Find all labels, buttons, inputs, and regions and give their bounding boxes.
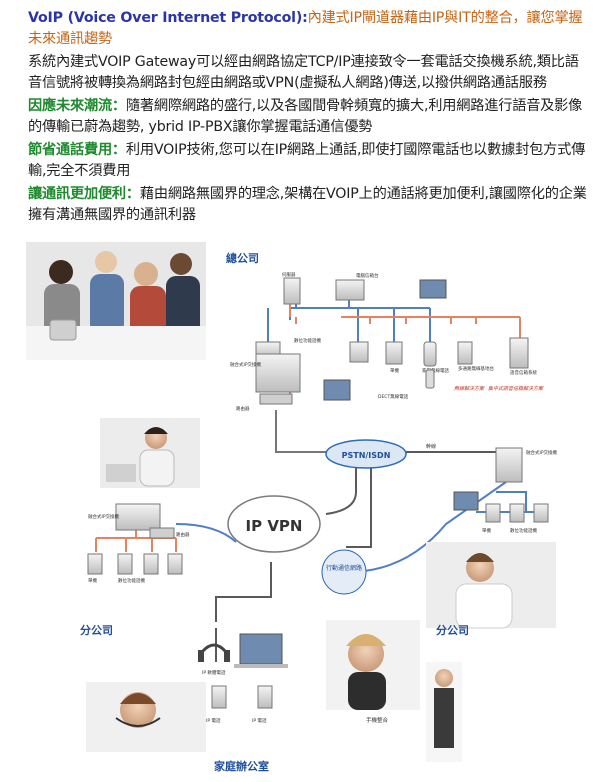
point-savings: 節省通話費用：利用VOIP技術,您可以在IP網路上通話,即使打國際電話也以數據封… bbox=[28, 140, 588, 182]
wireless-solution-label: 無線解決方案 bbox=[454, 385, 485, 392]
right-branch-photo bbox=[426, 542, 556, 629]
pstn-label: PSTN/ISDN bbox=[342, 451, 391, 460]
pstn-cloud: PSTN/ISDN bbox=[325, 439, 407, 469]
left-branch-photo bbox=[100, 418, 200, 488]
hq-label: 總公司 bbox=[226, 251, 259, 265]
mobile-network-cloud: 行動通信網路 bbox=[321, 549, 367, 595]
point-text: 利用VOIP技術,您可以在IP網路上通話,即使打國際電話也以數據封包方式傳輸,完… bbox=[28, 142, 586, 179]
title-chinese: 內建式IP閘道器藉由IP與IT的整合，讓您掌握未來通訊趨勢 bbox=[28, 10, 583, 47]
right-digital-label: 數位功能話機 bbox=[510, 527, 537, 534]
left-digital-label: 數位功能話機 bbox=[118, 577, 145, 584]
multi-base-label: 多通路無線基地台 bbox=[458, 365, 494, 372]
left-router-label: 路由器 bbox=[176, 531, 190, 538]
dect-label: DECT無線電話 bbox=[378, 393, 409, 400]
hq-staff-photo bbox=[26, 242, 206, 360]
network-diagram: 總公司 伺服器 電腦信箱台 數位功能話機 單機 家用無線電話 多通路無線基地台 … bbox=[26, 242, 588, 778]
intro-body: 系統內建式VOIP Gateway可以經由網路協定TCP/IP連接致令一套電話交… bbox=[28, 54, 579, 91]
ip-vpn-label: IP VPN bbox=[246, 517, 303, 535]
point-label: 因應未來潮流： bbox=[28, 98, 126, 114]
mobile-user-photo bbox=[326, 620, 462, 762]
mobile-net-label: 行動通信網路 bbox=[326, 564, 362, 572]
title-english: VoIP (Voice Over Internet Protocol): bbox=[28, 10, 308, 26]
branch-left-label: 分公司 bbox=[80, 623, 113, 637]
digital-phone-label: 數位功能話機 bbox=[294, 337, 321, 344]
left-pbx-label: 融合式IP交換機 bbox=[88, 513, 120, 520]
voice-box-label: 語音信箱系統 bbox=[510, 369, 537, 376]
router-label: 路由器 bbox=[236, 405, 250, 412]
point-label: 讓通訊更加便利： bbox=[28, 186, 140, 202]
point-convenience: 讓通訊更加便利：藉由網路無國界的理念,架構在VOIP上的通話將更加便利,讓國際化… bbox=[28, 184, 588, 226]
server-label: 伺服器 bbox=[282, 271, 296, 278]
point-trend: 因應未來潮流：隨著網際網路的盛行,以及各國間骨幹頻寬的擴大,利用網路進行語音及影… bbox=[28, 96, 588, 138]
cordless-label: 家用無線電話 bbox=[422, 367, 449, 374]
ip-vpn-cloud: IP VPN bbox=[227, 495, 321, 553]
home-devices: IP 軟體電話 IP 電話 IP 電話 bbox=[198, 633, 288, 724]
mobile-net-text: 行動通信網路 bbox=[326, 564, 362, 572]
left-single-label: 單機 bbox=[88, 577, 97, 584]
point-label: 節省通話費用： bbox=[28, 142, 126, 158]
branch-right-label: 分公司 bbox=[436, 623, 469, 637]
intro-text: VoIP (Voice Over Internet Protocol):內建式I… bbox=[28, 8, 588, 228]
home-office-label: 家庭辦公室 bbox=[214, 759, 269, 773]
voicemail-label: 電腦信箱台 bbox=[356, 272, 379, 279]
hq-pbx-label: 融合式IP交換機 bbox=[230, 361, 262, 368]
softphone-label: IP 軟體電話 bbox=[202, 669, 226, 676]
left-branch-devices: 融合式IP交換機 路由器 單機 數位功能話機 bbox=[87, 503, 190, 584]
point-text: 隨著網際網路的盛行,以及各國間骨幹頻寬的擴大,利用網路進行語音及影像的傳輸已蔚為… bbox=[28, 98, 583, 135]
trunk-label: 幹線 bbox=[426, 443, 436, 450]
point-text: 藉由網路無國界的理念,架構在VOIP上的通話將更加便利,讓國際化的企業擁有溝通無… bbox=[28, 186, 587, 223]
mobile-integration-label: 手機整合 bbox=[366, 716, 389, 724]
right-branch-devices: 融合式IP交換機 單機 數位功能話機 bbox=[453, 447, 558, 534]
right-pbx-label: 融合式IP交換機 bbox=[526, 449, 558, 456]
ip-phone-1-label: IP 電話 bbox=[206, 717, 221, 724]
ip-phone-label: 單機 bbox=[390, 367, 399, 374]
voice-solution-label: 集中式語音信箱解決方案 bbox=[488, 385, 544, 392]
right-single-label: 單機 bbox=[482, 527, 491, 534]
ip-phone-2-label: IP 電話 bbox=[252, 717, 267, 724]
hq-devices: 伺服器 電腦信箱台 數位功能話機 單機 家用無線電話 多通路無線基地台 語音信箱… bbox=[230, 271, 544, 412]
home-office-photo bbox=[86, 682, 206, 752]
intro-paragraph: VoIP (Voice Over Internet Protocol):內建式I… bbox=[28, 8, 588, 50]
